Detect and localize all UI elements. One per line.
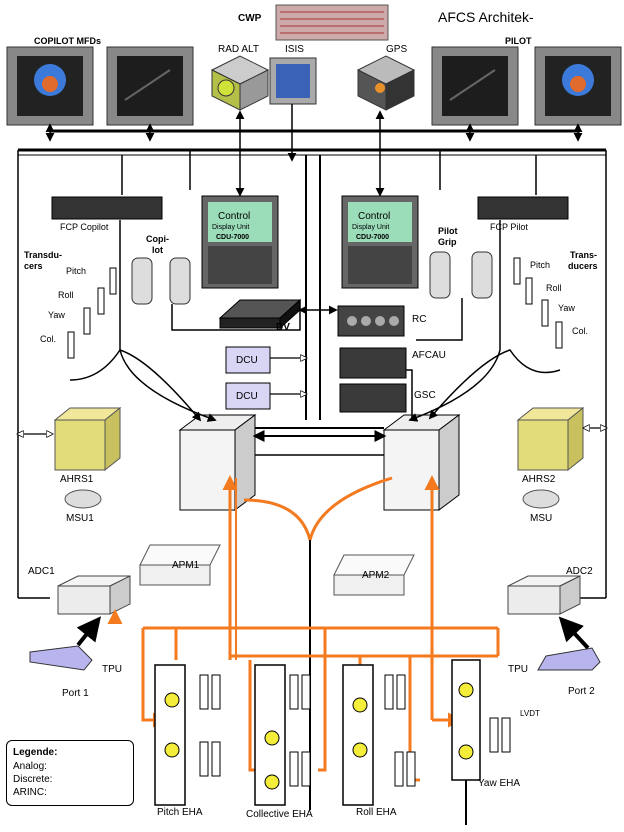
pilot-mfd-1	[432, 47, 518, 125]
right-roll-label: Roll	[546, 283, 562, 294]
adc2-label: ADC2	[566, 566, 593, 577]
fcp-copilot-panel	[52, 197, 162, 219]
gps-label: GPS	[386, 44, 407, 55]
legend-analog: Analog:	[13, 761, 47, 772]
rad-alt-unit	[212, 56, 268, 110]
yaw-eha-label: Yaw EHA	[478, 778, 520, 789]
fcc-left	[180, 415, 255, 510]
transducers-right-label-1: Trans-	[570, 250, 597, 261]
transducers-right-label-2: ducers	[568, 261, 598, 272]
legend-title: Legende:	[13, 747, 57, 758]
ahrs2-unit	[518, 408, 583, 470]
gsc-panel	[340, 384, 406, 412]
rc-label: RC	[412, 314, 426, 325]
rc-panel	[338, 306, 404, 336]
roll-eha	[343, 665, 415, 805]
pilot-label: PILOT	[505, 36, 532, 47]
right-col-label: Col.	[572, 326, 588, 337]
legend-box: Legende: Analog: Discrete: ARINC:	[6, 740, 134, 806]
legend-arinc: ARINC:	[13, 787, 47, 798]
grip-wiring	[70, 298, 560, 420]
fcp-copilot-label: FCP Copilot	[60, 222, 108, 233]
isis-unit	[270, 58, 316, 104]
arinc-bus	[18, 104, 606, 598]
transducers-right	[514, 258, 562, 348]
ahrs1-label: AHRS1	[60, 474, 93, 485]
msu2-unit	[523, 490, 559, 508]
dcu-2-label: DCU	[236, 391, 258, 402]
isis-label: ISIS	[285, 44, 304, 55]
cdu-copilot-control: Control	[218, 211, 250, 222]
cdu-pilot-control: Control	[358, 211, 390, 222]
fcp-pilot-panel	[478, 197, 568, 219]
lvdt-label: LVDT	[520, 708, 540, 719]
dcu-1-label: DCU	[236, 355, 258, 366]
ahrs1-unit	[55, 408, 120, 470]
diagram-title: AFCS Architek-	[438, 12, 534, 23]
gsc-label: GSC	[414, 390, 436, 401]
copilot-grip-label-2: lot	[152, 245, 163, 256]
dv-label: DV	[276, 322, 290, 333]
right-yaw-label: Yaw	[558, 303, 575, 314]
left-col-label: Col.	[40, 334, 56, 345]
cwp-label: CWP	[238, 13, 261, 24]
pilot-mfd-2	[535, 47, 621, 125]
copilot-grip	[132, 258, 190, 304]
adc2-unit	[508, 576, 580, 614]
pitch-eha	[155, 665, 220, 805]
gps-unit	[358, 56, 414, 110]
copilot-mfds-label: COPILOT MFDs	[34, 36, 101, 47]
rad-alt-label: RAD ALT	[218, 44, 259, 55]
port-1-label: Port 1	[62, 688, 89, 699]
left-pitch-label: Pitch	[66, 266, 86, 277]
apm2-label: APM2	[362, 570, 389, 581]
copilot-mfd-1	[7, 47, 93, 125]
transducers-left	[68, 268, 116, 358]
adc1-label: ADC1	[28, 566, 55, 577]
pilot-grip-label-2: Grip	[438, 237, 457, 248]
left-roll-label: Roll	[58, 290, 74, 301]
copilot-mfd-2	[107, 47, 193, 125]
fcp-pilot-label: FCP Pilot	[490, 222, 528, 233]
afcau-panel	[340, 348, 406, 378]
pitot-port-2	[538, 648, 600, 670]
ahrs2-label: AHRS2	[522, 474, 555, 485]
left-yaw-label: Yaw	[48, 310, 65, 321]
tpu-left-label: TPU	[102, 664, 122, 675]
msu2-label: MSU	[530, 513, 552, 524]
cdu-pilot-model: CDU-7000	[356, 232, 389, 243]
msu1-unit	[65, 490, 101, 508]
afcau-label: AFCAU	[412, 350, 446, 361]
copilot-grip-label-1: Copi-	[146, 234, 169, 245]
yaw-eha	[452, 660, 510, 825]
collective-eha	[255, 665, 310, 805]
pilot-grip-label-1: Pilot	[438, 226, 458, 237]
cdu-copilot-model: CDU-7000	[216, 232, 249, 243]
roll-eha-label: Roll EHA	[356, 807, 397, 818]
collective-eha-label: Collective EHA	[246, 809, 313, 820]
transducers-left-label-1: Transdu-	[24, 250, 62, 261]
port-2-label: Port 2	[568, 686, 595, 697]
adc1-unit	[58, 576, 130, 614]
pilot-grip	[430, 252, 492, 298]
pitot-port-1	[30, 646, 92, 670]
right-pitch-label: Pitch	[530, 260, 550, 271]
legend-discrete: Discrete:	[13, 774, 52, 785]
cwp-panel	[276, 5, 388, 40]
apm1-label: APM1	[172, 560, 199, 571]
transducers-left-label-2: cers	[24, 261, 43, 272]
fcc-right	[384, 415, 459, 510]
tpu-right-label: TPU	[508, 664, 528, 675]
msu1-label: MSU1	[66, 513, 94, 524]
pitch-eha-label: Pitch EHA	[157, 807, 203, 818]
